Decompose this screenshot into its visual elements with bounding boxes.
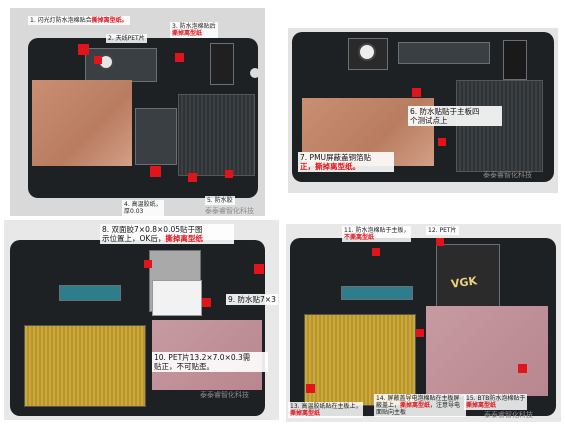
marker-1 bbox=[78, 44, 89, 55]
panel-4-board-side: VGK 11. 防水泡棉贴于主板，不撕离型纸 12. PET片 13. 高温胶纸… bbox=[286, 224, 561, 422]
label-4: 4. 高温胶纸，厚0.03 bbox=[122, 200, 164, 216]
audio-jack-1 bbox=[210, 43, 234, 85]
label-8: 8. 双面胶7×0.8×0.05贴于图示位置上，OK后，撕掉离型纸 bbox=[100, 224, 234, 244]
marker-13 bbox=[306, 384, 315, 393]
marker-15 bbox=[518, 364, 527, 373]
shield-can-2 bbox=[456, 80, 543, 172]
panel-1-board-top: 1. 闪光灯防水泡棉贴合撕掉离型纸。 2. 天线PET片 3. 防水泡棉贴后撕掉… bbox=[10, 8, 265, 216]
marker-10 bbox=[202, 298, 211, 307]
panel-2-board-back: 6. 防水贴贴于主板四个测试点上 7. PMU屏蔽盖铜箔贴正，撕掉离型纸。 泰泰… bbox=[288, 28, 558, 193]
label-2: 2. 天线PET片 bbox=[106, 34, 147, 43]
label-10: 10. PET片13.2×7.0×0.3需贴正，不可贴歪。 bbox=[152, 352, 268, 372]
marker-14 bbox=[416, 329, 424, 337]
marker-3 bbox=[175, 53, 184, 62]
marker-8 bbox=[144, 260, 152, 268]
gold-pad-4 bbox=[304, 314, 416, 406]
connector-3 bbox=[59, 285, 121, 301]
label-5: 5. 防水胶 bbox=[205, 196, 235, 205]
marker-6a bbox=[412, 88, 421, 97]
marker-5 bbox=[188, 173, 197, 182]
connector-block-1 bbox=[135, 108, 177, 165]
label-7: 7. PMU屏蔽盖铜箔贴正，撕掉离型纸。 bbox=[298, 152, 394, 172]
gold-pad-3 bbox=[24, 325, 146, 407]
label-3: 3. 防水泡棉贴后撕掉离型纸 bbox=[170, 22, 218, 38]
shield-can-1 bbox=[178, 94, 255, 176]
label-15: 15. BTB防水泡棉贴于撕掉离型纸 bbox=[464, 394, 528, 410]
pet-plate-3 bbox=[152, 280, 202, 316]
label-12: 12. PET片 bbox=[426, 226, 459, 235]
copper-foil-1 bbox=[32, 80, 132, 166]
audio-jack-2 bbox=[503, 40, 527, 80]
connector-4 bbox=[341, 286, 413, 300]
camera-shield bbox=[85, 48, 157, 82]
connector-strip-2 bbox=[398, 42, 490, 64]
marker-12 bbox=[436, 238, 444, 246]
label-9: 9. 防水贴7×3 bbox=[226, 294, 278, 305]
label-6: 6. 防水贴贴于主板四个测试点上 bbox=[408, 106, 502, 126]
marker-9 bbox=[254, 264, 264, 274]
camera-lens-2 bbox=[358, 43, 376, 61]
label-14: 14. 屏蔽盖导电泡棉贴在主板屏蔽盖上，撕掉离型纸，注意导电面贴向主板 bbox=[374, 394, 466, 417]
label-11: 11. 防水泡棉贴于主板，不撕离型纸 bbox=[342, 226, 412, 242]
watermark-4: 泰泰睿智化科技 bbox=[484, 411, 533, 419]
watermark-2: 泰泰睿智化科技 bbox=[483, 171, 532, 179]
marker-6 bbox=[225, 170, 233, 178]
marker-6b bbox=[438, 138, 446, 146]
mount-hole bbox=[250, 68, 260, 78]
label-1: 1. 闪光灯防水泡棉贴合撕掉离型纸。 bbox=[28, 16, 130, 25]
watermark-1: 泰泰睿智化科技 bbox=[205, 207, 254, 215]
marker-11 bbox=[372, 248, 380, 256]
marker-4 bbox=[150, 166, 161, 177]
watermark-3: 泰泰睿智化科技 bbox=[200, 391, 249, 399]
marker-2 bbox=[94, 56, 102, 64]
label-13: 13. 高温胶纸贴在主板上，撕掉离型纸 bbox=[288, 402, 364, 418]
panel-3-board-side: 8. 双面胶7×0.8×0.05贴于图示位置上，OK后，撕掉离型纸 9. 防水贴… bbox=[4, 220, 279, 420]
copper-foil-4 bbox=[426, 306, 548, 396]
